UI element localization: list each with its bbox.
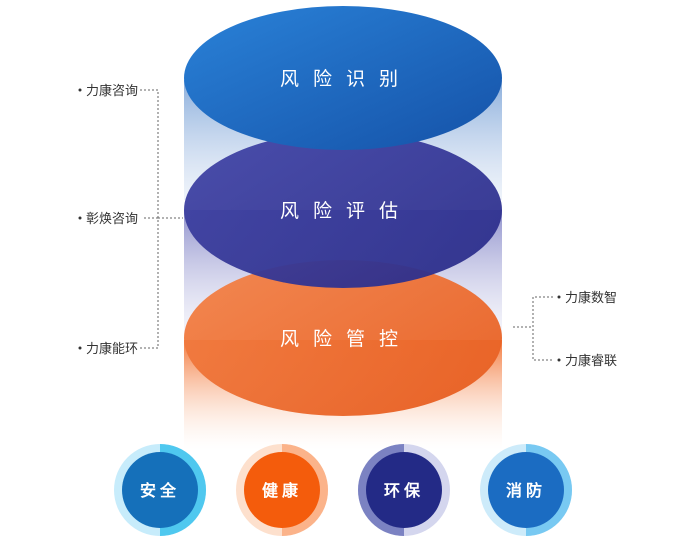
layer-risk-assessment-disc [184, 132, 502, 288]
bullet-dot [557, 358, 561, 362]
left-item-2: 彰焕咨询 [86, 211, 138, 227]
left-item-1: 力康咨询 [86, 83, 138, 99]
layer-risk-identification-disc [184, 6, 502, 150]
domain-fire-label: 消防 [506, 481, 546, 500]
right-item-2: 力康睿联 [565, 353, 617, 369]
right-item-1: 力康数智 [565, 290, 617, 306]
left-item-3: 力康能环 [86, 341, 138, 357]
bullet-dot [78, 346, 82, 350]
layer-risk-assessment: 风险评估 [184, 132, 502, 288]
left-bracket [140, 89, 183, 349]
layer-risk-identification: 风险识别 [184, 6, 502, 150]
right-bracket [513, 296, 553, 361]
layer-risk-assessment-label: 风险评估 [280, 200, 412, 222]
layer-risk-control: 风险管控 [184, 260, 502, 416]
domain-fire-core [488, 452, 564, 528]
layer-risk-control-label: 风险管控 [280, 328, 412, 350]
bullet-dot [78, 216, 82, 220]
right-items: 力康数智 力康睿联 [557, 290, 617, 369]
domain-fire: 消防 [480, 444, 572, 536]
domain-safety: 安全 [114, 444, 206, 536]
domain-safety-core [122, 452, 198, 528]
left-items: 力康咨询 彰焕咨询 力康能环 [78, 83, 138, 357]
domain-environment: 环保 [358, 444, 450, 536]
domain-health-core [244, 452, 320, 528]
layer-risk-control-disc [184, 260, 502, 416]
domain-environment-core [366, 452, 442, 528]
domain-health-label: 健康 [262, 481, 302, 500]
domain-environment-label: 环保 [384, 481, 424, 500]
bullet-dot [78, 88, 82, 92]
domain-health: 健康 [236, 444, 328, 536]
bullet-dot [557, 295, 561, 299]
layer-risk-identification-label: 风险识别 [280, 68, 412, 90]
domain-safety-label: 安全 [140, 481, 180, 500]
